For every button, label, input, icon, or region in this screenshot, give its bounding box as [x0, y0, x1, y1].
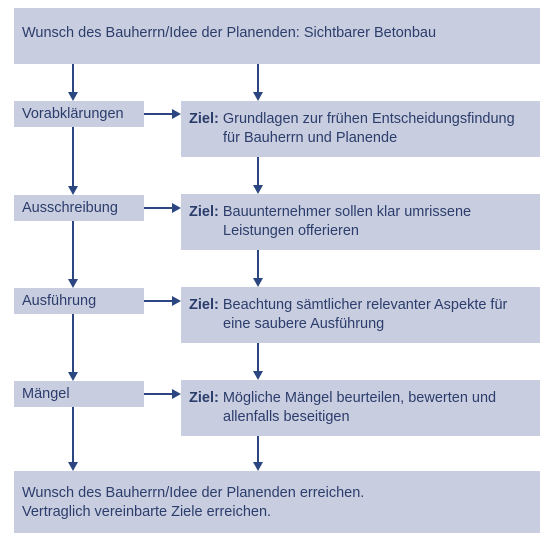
goal-prefix: Ziel: — [189, 111, 219, 127]
step-box-maengel: Mängel — [14, 381, 144, 407]
goal-box-maengel: Ziel: Mögliche Mängel beurteilen, bewert… — [181, 380, 540, 436]
arrow-right-icon — [144, 203, 181, 213]
step-box-ausschreibung: Ausschreibung — [14, 195, 144, 221]
goal-text-line1: Beachtung sämtlicher relevanter Aspekte … — [222, 297, 508, 313]
goal-box-ausschreibung: Ziel: Bauunternehmer sollen klar umrisse… — [181, 194, 540, 250]
goal-text-line1: Mögliche Mängel beurteilen, bewerten und — [222, 390, 497, 406]
arrow-right-icon — [144, 296, 181, 306]
goal-text-line2: eine saubere Ausführung — [223, 316, 385, 332]
goal-text-line1: Bauunternehmer sollen klar umrissene — [222, 204, 472, 220]
arrow-down-icon — [68, 407, 78, 471]
goal-text-line2: Leistungen offerieren — [223, 223, 359, 239]
arrow-down-icon — [68, 221, 78, 288]
start-box: Wunsch des Bauherrn/Idee der Planenden: … — [14, 8, 540, 64]
arrow-right-icon — [144, 109, 181, 119]
arrow-down-icon — [253, 157, 263, 194]
goal-prefix: Ziel: — [189, 390, 219, 406]
goal-prefix: Ziel: — [189, 204, 219, 220]
arrow-down-icon — [253, 436, 263, 471]
step-label: Vorabklärungen — [22, 106, 124, 122]
goal-text-line1: Grundlagen zur frühen Entscheidungsfindu… — [222, 111, 515, 127]
step-label: Ausführung — [22, 293, 97, 309]
goal-prefix: Ziel: — [189, 297, 219, 313]
start-text: Wunsch des Bauherrn/Idee der Planenden: … — [22, 25, 437, 41]
step-label: Mängel — [22, 386, 70, 402]
end-text-line1: Wunsch des Bauherrn/Idee der Planenden e… — [22, 485, 365, 501]
end-box: Wunsch des Bauherrn/Idee der Planenden e… — [14, 471, 540, 533]
step-box-vorabklaerungen: Vorabklärungen — [14, 101, 144, 127]
arrow-down-icon — [68, 314, 78, 381]
end-text-line2: Vertraglich vereinbarte Ziele erreichen. — [22, 504, 272, 520]
goal-box-ausfuehrung: Ziel: Beachtung sämtlicher relevanter As… — [181, 287, 540, 343]
goal-box-vorabklaerungen: Ziel: Grundlagen zur frühen Entscheidung… — [181, 101, 540, 157]
arrow-down-icon — [253, 64, 263, 101]
goal-text-line2: für Bauherrn und Planende — [223, 130, 398, 146]
arrow-down-icon — [68, 64, 78, 101]
step-label: Ausschreibung — [22, 200, 118, 216]
goal-text-line2: allenfalls beseitigen — [223, 409, 350, 425]
arrow-right-icon — [144, 389, 181, 399]
arrow-down-icon — [253, 250, 263, 287]
arrow-down-icon — [253, 343, 263, 380]
step-box-ausfuehrung: Ausführung — [14, 288, 144, 314]
arrow-down-icon — [68, 127, 78, 195]
